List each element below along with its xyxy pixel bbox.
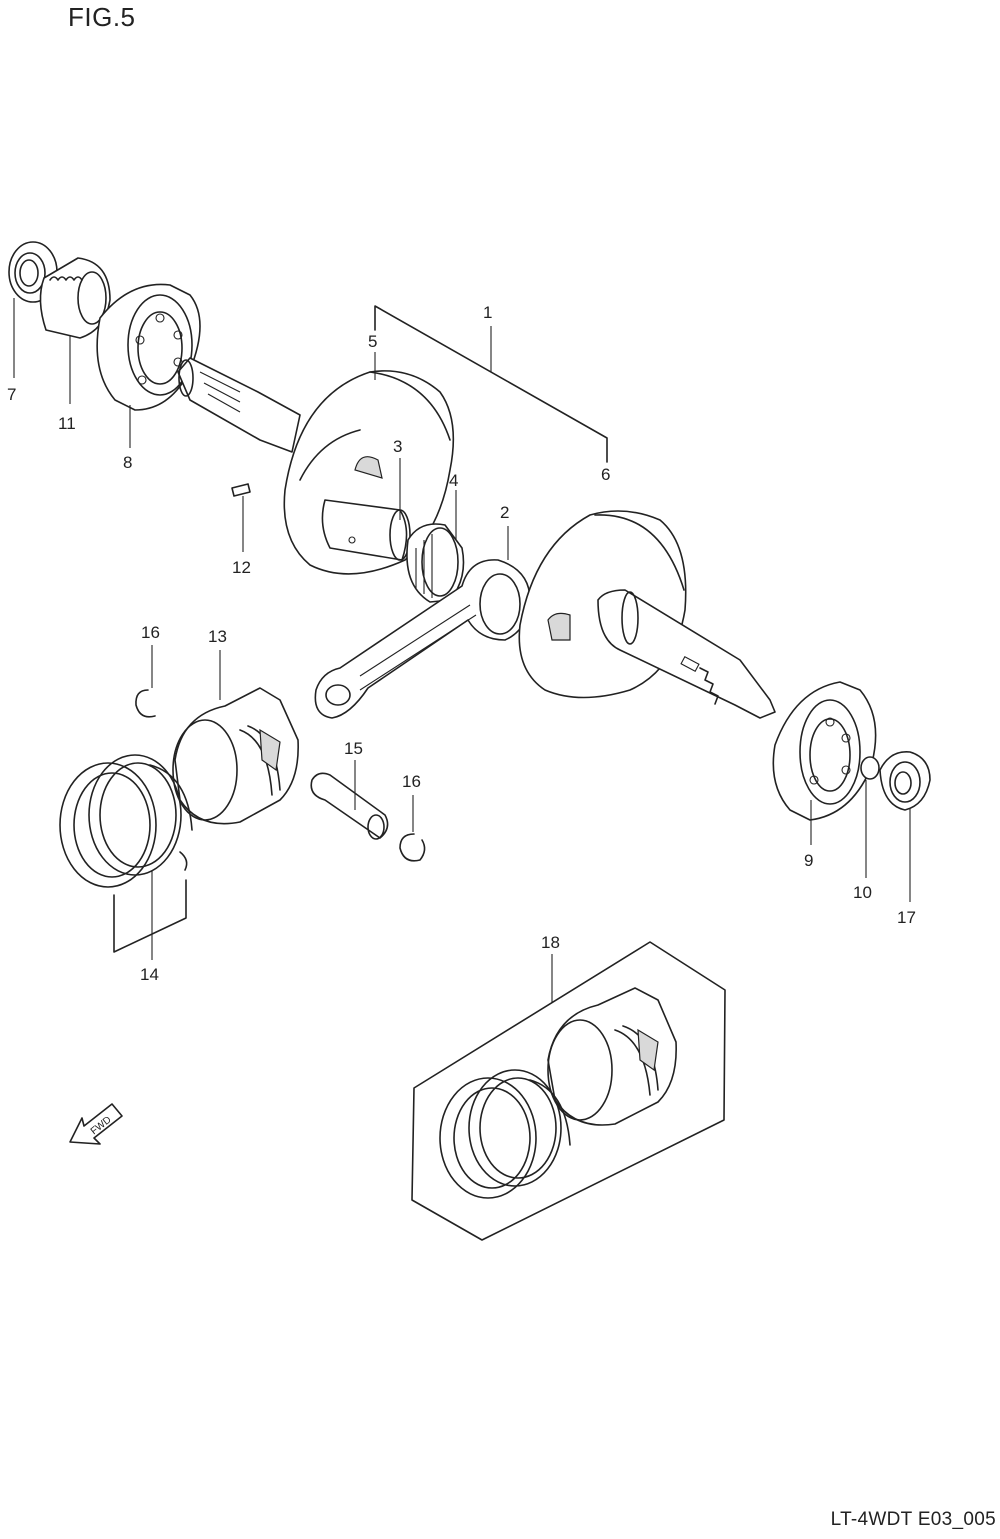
piston-pin-part-15 [310,760,389,840]
callout-16-right: 16 [402,772,421,791]
callout-5: 5 [368,332,377,351]
callout-2: 2 [500,503,509,522]
callout-11: 11 [58,414,76,433]
piston-rings-part-14 [59,754,193,960]
assembly-bracket-part-1 [374,305,608,463]
callout-4: 4 [449,471,458,490]
callout-8: 8 [123,453,132,472]
crank-pin-part-3 [321,458,411,561]
callout-17: 17 [897,908,916,927]
needle-bearing-part-4 [406,490,465,603]
oil-seal-part-17 [879,751,931,902]
fwd-arrow-icon: FWD [69,1103,123,1145]
piston-part-13 [172,650,299,825]
callout-16-left: 16 [141,623,160,642]
callout-6: 6 [601,465,610,484]
callout-12: 12 [232,558,251,577]
callout-18: 18 [541,933,560,952]
bearing-part-8 [96,283,201,448]
callout-10: 10 [853,883,872,902]
piston-pin-clip-part-16-right [399,795,426,862]
callout-1: 1 [483,303,492,322]
crankshaft-left-journal [177,357,301,453]
callout-14: 14 [140,965,159,984]
callout-3: 3 [393,437,402,456]
callout-7: 7 [7,385,16,404]
piston-set-part-18 [411,941,726,1241]
connecting-rod-part-2 [314,526,531,719]
crankshaft-right-journal [597,589,776,719]
figure-code: LT-4WDT E03_005 [830,1509,996,1530]
piston-pin-clip-part-16-left [135,645,156,718]
callout-15: 15 [344,739,363,758]
callout-13: 13 [208,627,227,646]
circlip-part-10 [860,756,880,878]
bearing-part-9 [772,681,877,845]
figure-title: FIG.5 [68,2,136,32]
spacer-part-11 [39,257,111,404]
callout-9: 9 [804,851,813,870]
key-part-12 [231,483,251,552]
